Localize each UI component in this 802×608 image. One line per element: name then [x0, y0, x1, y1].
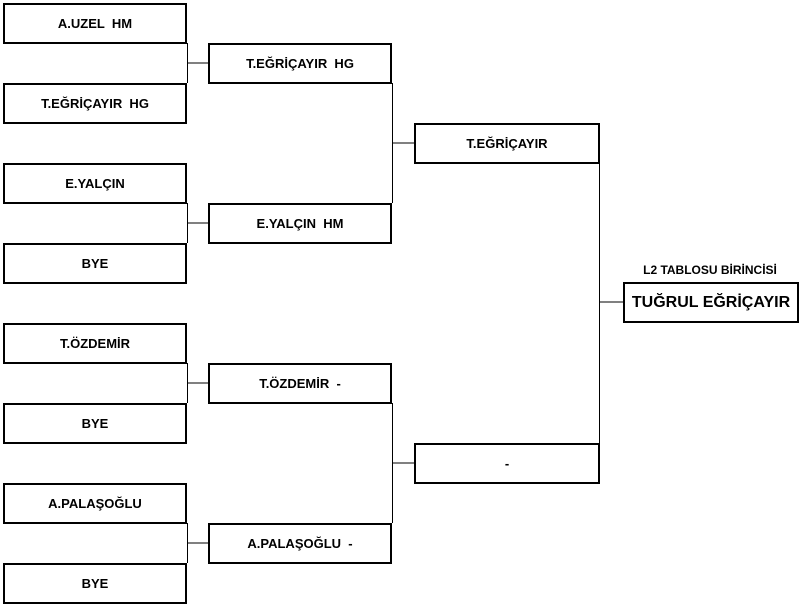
connector-r3-final [599, 163, 623, 443]
connector-r1-m2 [187, 203, 208, 243]
r1-slot-3: E.YALÇIN [3, 163, 187, 204]
r1-slot-5: T.ÖZDEMİR [3, 323, 187, 364]
champion-box: TUĞRUL EĞRİÇAYIR [623, 282, 799, 323]
r2-slot-3: T.ÖZDEMİR - [208, 363, 392, 404]
r3-slot-2: - [414, 443, 600, 484]
r1-slot-2: T.EĞRİÇAYIR HG [3, 83, 187, 124]
r1-slot-6: BYE [3, 403, 187, 444]
r2-slot-1: T.EĞRİÇAYIR HG [208, 43, 392, 84]
r1-slot-1: A.UZEL HM [3, 3, 187, 44]
champion-label: L2 TABLOSU BİRİNCİSİ [643, 263, 777, 277]
connector-r2-m2 [392, 403, 414, 523]
r1-slot-4: BYE [3, 243, 187, 284]
r2-slot-4: A.PALAŞOĞLU - [208, 523, 392, 564]
r3-slot-1: T.EĞRİÇAYIR [414, 123, 600, 164]
connector-r1-m4 [187, 523, 208, 563]
connector-r2-m1 [392, 83, 414, 203]
r2-slot-2: E.YALÇIN HM [208, 203, 392, 244]
connector-r1-m3 [187, 363, 208, 403]
r1-slot-8: BYE [3, 563, 187, 604]
connector-r1-m1 [187, 43, 208, 83]
r1-slot-7: A.PALAŞOĞLU [3, 483, 187, 524]
